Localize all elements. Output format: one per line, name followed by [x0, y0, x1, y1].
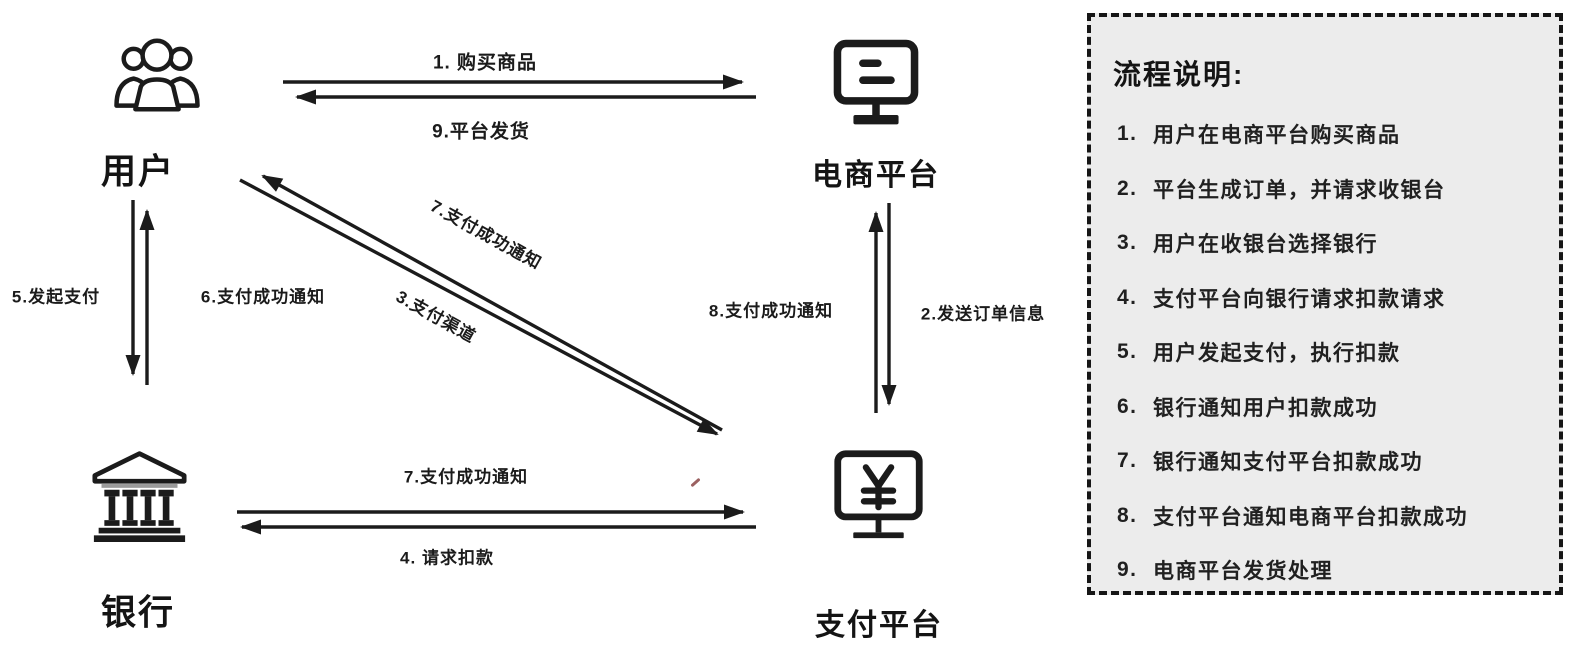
- edge-label-platform-ship: 9.平台发货: [432, 121, 530, 143]
- legend-list: 1. 用户在电商平台购买商品 2. 平台生成订单，并请求收银台 3. 用户在收银…: [1111, 107, 1539, 598]
- legend-item-6: 6. 银行通知用户扣款成功: [1111, 380, 1539, 435]
- legend-item-9: 9. 电商平台发货处理: [1111, 543, 1539, 598]
- legend-item-number: 6.: [1117, 394, 1138, 418]
- legend-item-text: 支付平台向银行请求扣款请求: [1153, 287, 1446, 311]
- legend-item-text: 用户在电商平台购买商品: [1153, 124, 1401, 148]
- edge-label-request-debit: 4. 请求扣款: [400, 548, 494, 568]
- legend-title: 流程说明:: [1113, 59, 1245, 90]
- stray-pen-mark: [690, 477, 701, 488]
- edge-label-pay-success-ecom: 8.支付成功通知: [708, 301, 834, 321]
- legend-item-text: 电商平台发货处理: [1153, 560, 1333, 584]
- legend-item-2: 2. 平台生成订单，并请求收银台: [1111, 162, 1539, 217]
- legend-item-7: 7. 银行通知支付平台扣款成功: [1111, 434, 1539, 489]
- bank-icon: [92, 451, 187, 542]
- legend-item-number: 5.: [1117, 340, 1138, 364]
- edge-label-pay-channel: 3.支付渠道: [392, 287, 480, 347]
- legend-item-8: 8. 支付平台通知电商平台扣款成功: [1111, 489, 1539, 544]
- legend-item-text: 银行通知用户扣款成功: [1153, 396, 1378, 420]
- legend-item-number: 4.: [1117, 285, 1138, 309]
- edge-label-buy-goods: 1. 购买商品: [432, 52, 538, 74]
- edge-label-pay-success-diag: 7.支付成功通知: [427, 196, 545, 274]
- legend-item-number: 9.: [1117, 558, 1138, 582]
- legend-item-number: 1.: [1117, 122, 1138, 146]
- legend-item-4: 4. 支付平台向银行请求扣款请求: [1111, 271, 1539, 326]
- legend-item-text: 用户发起支付，执行扣款: [1153, 342, 1401, 366]
- legend-item-3: 3. 用户在收银台选择银行: [1111, 216, 1539, 271]
- legend-item-5: 5. 用户发起支付，执行扣款: [1111, 325, 1539, 380]
- edge-label-initiate-payment: 5.发起支付: [11, 287, 101, 307]
- legend-panel: 流程说明: 1. 用户在电商平台购买商品 2. 平台生成订单，并请求收银台 3.…: [1087, 13, 1563, 595]
- legend-item-number: 7.: [1117, 449, 1138, 473]
- node-label-bank: 银行: [100, 593, 176, 633]
- users-icon: [114, 38, 200, 112]
- legend-item-number: 8.: [1117, 503, 1138, 527]
- legend-item-text: 平台生成订单，并请求收银台: [1153, 178, 1446, 202]
- legend-item-text: 用户在收银台选择银行: [1153, 233, 1378, 257]
- legend-item-text: 银行通知支付平台扣款成功: [1153, 451, 1423, 475]
- legend-item-number: 3.: [1117, 231, 1138, 255]
- legend-item-text: 支付平台通知电商平台扣款成功: [1153, 505, 1468, 529]
- node-label-ecommerce: 电商平台: [812, 159, 940, 192]
- node-label-user: 用户: [100, 152, 176, 192]
- ecommerce-monitor-icon: [833, 39, 919, 125]
- yen-symbol: [860, 464, 897, 511]
- node-label-payment: 支付平台: [815, 609, 943, 642]
- legend-item-number: 2.: [1117, 176, 1138, 200]
- edge-label-pay-success-bank: 7.支付成功通知: [403, 467, 529, 487]
- legend-item-1: 1. 用户在电商平台购买商品: [1111, 107, 1539, 162]
- arrow-pay-success-to-user: [261, 174, 723, 432]
- edge-label-send-order-info: 2.发送订单信息: [920, 304, 1046, 324]
- payment-monitor-icon: [834, 450, 923, 539]
- edge-label-pay-success-user: 6.支付成功通知: [200, 287, 326, 307]
